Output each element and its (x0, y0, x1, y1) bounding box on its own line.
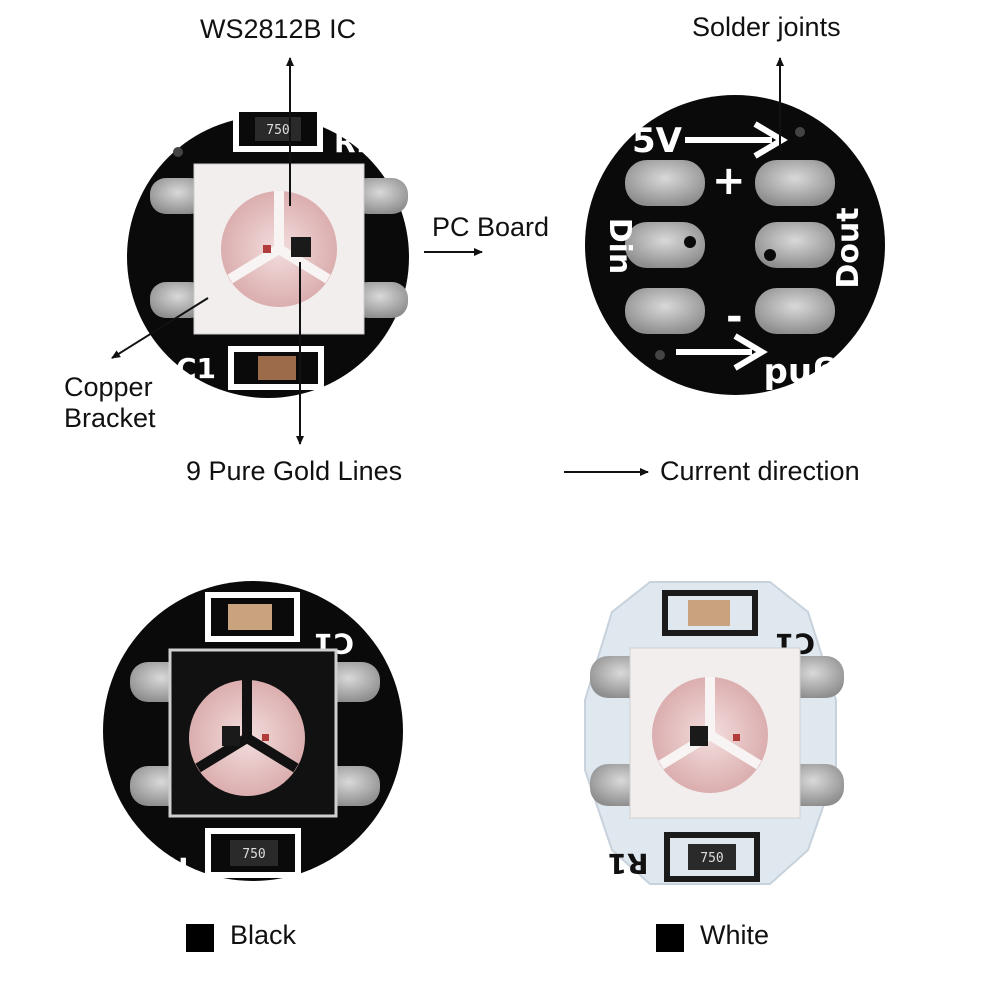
din-label: Din (602, 218, 637, 275)
resistor-code: 750 (242, 847, 265, 862)
capacitor (258, 356, 296, 380)
plus-label: + (712, 158, 746, 204)
label-copper-bracket: Copper Bracket (64, 372, 156, 434)
gnd-label: gnd (764, 355, 837, 395)
legend-swatch-black (186, 924, 214, 952)
ic-chip (291, 237, 311, 257)
copper-pad (150, 178, 206, 214)
label-pc-board: PC Board (432, 212, 550, 242)
legend-label-black: Black (230, 920, 297, 950)
dout-label: Dout (831, 207, 866, 288)
label-gold-lines: 9 Pure Gold Lines (186, 456, 403, 486)
solder-pad (625, 222, 705, 268)
solder-pad (755, 288, 835, 334)
resistor (255, 117, 301, 141)
ic-chip (222, 726, 240, 746)
board-front-black-top: 750 R1 C1 (127, 106, 409, 398)
legend-swatch-white (656, 924, 684, 952)
resistor (688, 844, 736, 870)
minus-label: - (726, 294, 743, 340)
solder-pad (755, 160, 835, 206)
solder-pad (625, 288, 705, 334)
legend-label-white: White (700, 920, 770, 950)
resistor-label: R1 (607, 847, 648, 880)
capacitor-label: C1 (176, 352, 216, 385)
capacitor (688, 600, 730, 626)
board-black-sample: C1 750 R1 (103, 581, 403, 884)
resistor-code: 750 (266, 123, 289, 138)
board-white-sample: C1 750 R1 (584, 581, 844, 885)
resistor-label: R1 (334, 126, 375, 159)
solder-pad (625, 160, 705, 206)
arrow-copper-bracket (111, 297, 209, 359)
supply-label: 5V (632, 121, 683, 161)
copper-pad (352, 178, 408, 214)
copper-pad (352, 282, 408, 318)
capacitor (228, 604, 272, 630)
ic-chip (690, 726, 708, 746)
label-solder-joints: Solder joints (692, 12, 841, 42)
callout-arrows (111, 57, 784, 476)
label-current-direction: Current direction (660, 456, 860, 486)
resistor-label: R1 (147, 851, 188, 884)
board-back-black: 5V + - Din Dout gnd (585, 95, 885, 395)
resistor-code: 750 (700, 851, 723, 866)
label-ws2812b-ic: WS2812B IC (200, 14, 357, 44)
solder-pad (755, 222, 835, 268)
resistor (230, 840, 278, 866)
